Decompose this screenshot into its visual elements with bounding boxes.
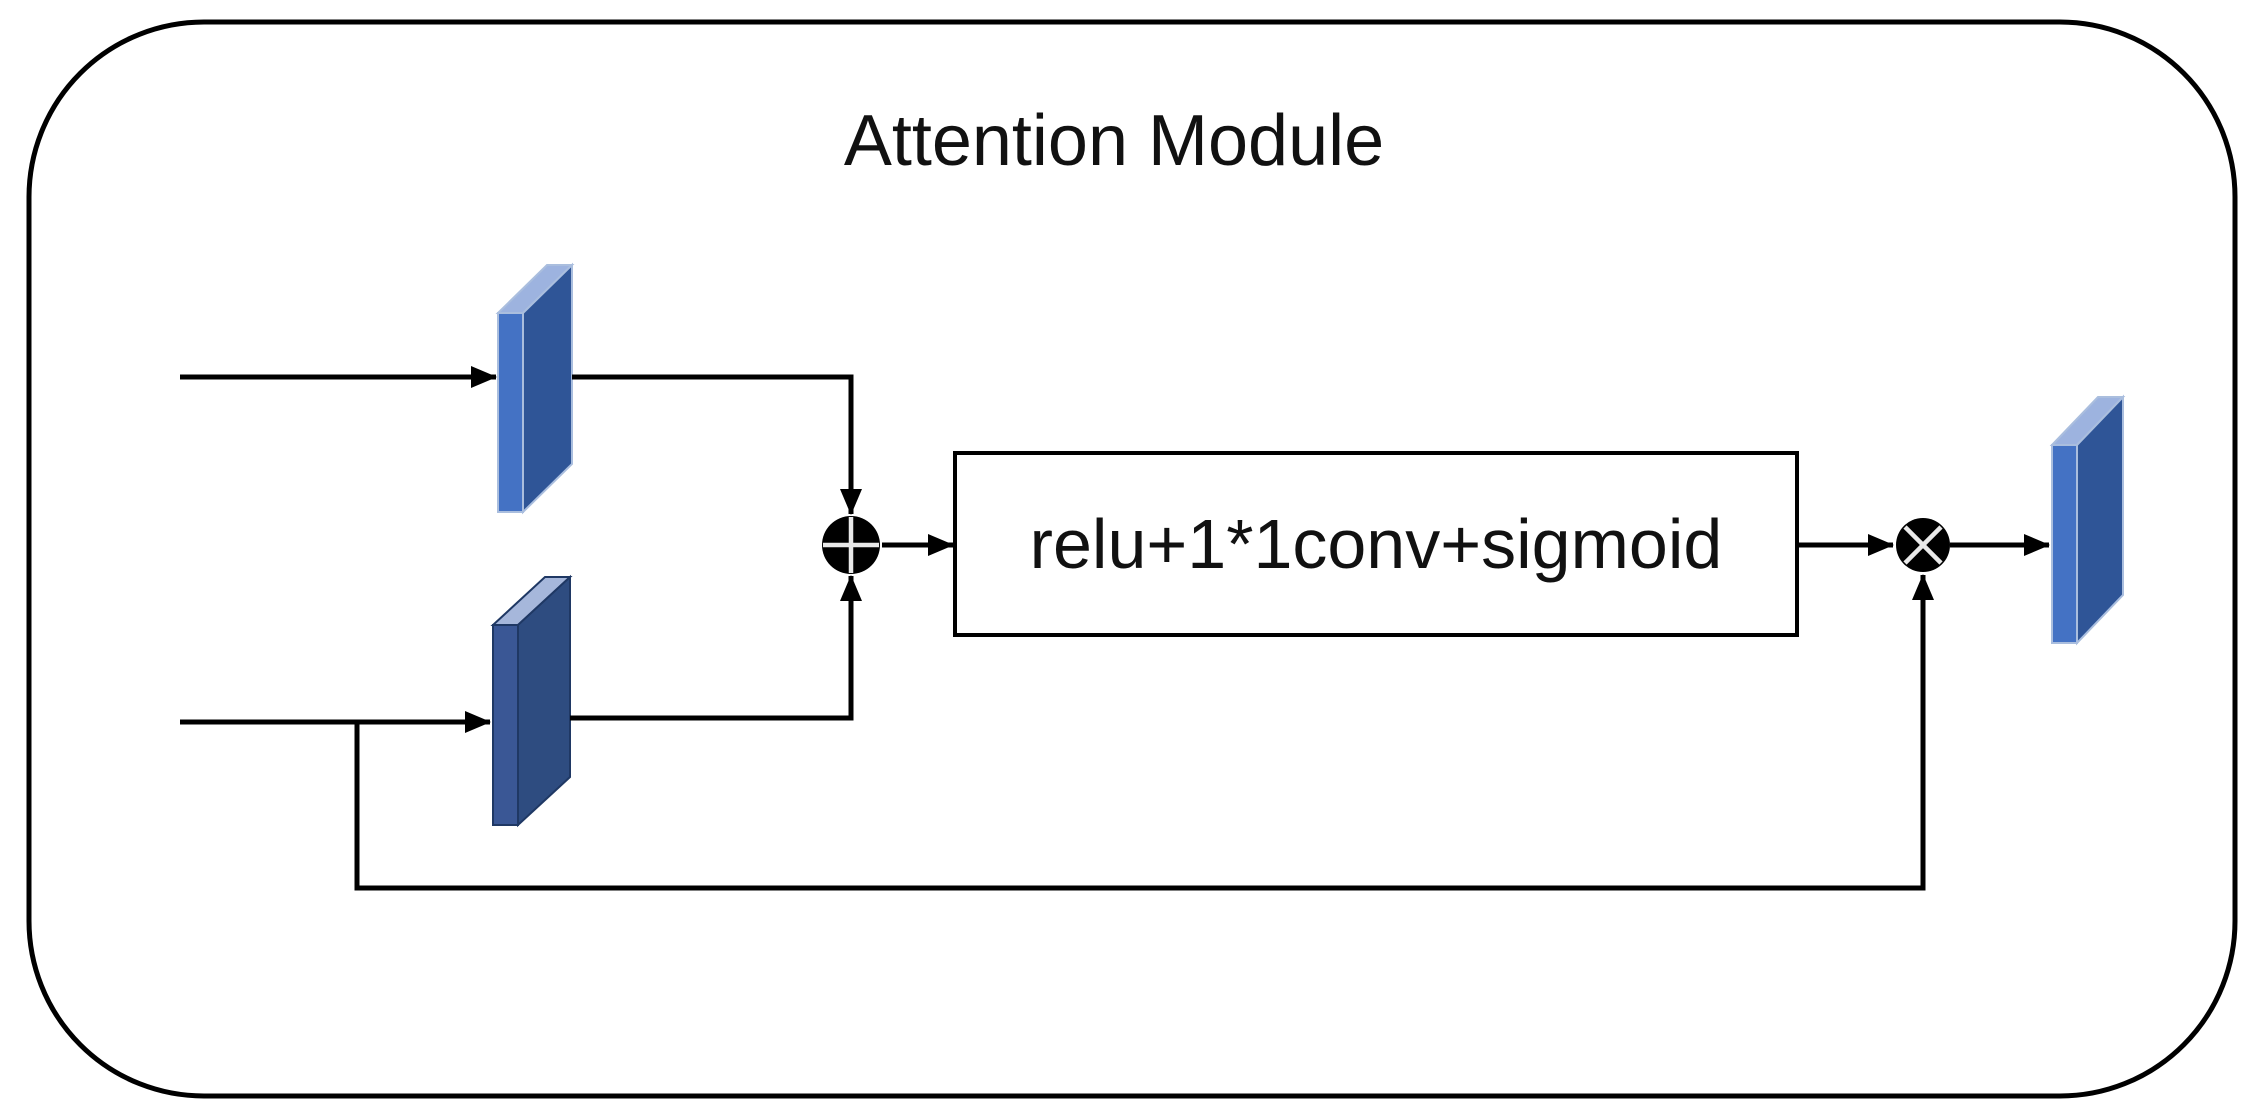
process-box-label: relu+1*1conv+sigmoid [1030, 505, 1723, 583]
slab-front-face [497, 312, 524, 513]
slab-front-face [492, 624, 519, 826]
diagram-title: Attention Module [844, 101, 1384, 181]
circled-times-icon [1896, 518, 1950, 572]
feature-map-top-input [495, 262, 575, 515]
connector-bottom-slab-to-add [570, 575, 862, 721]
feature-map-bottom-input [490, 574, 573, 828]
circled-plus-icon [822, 516, 880, 574]
module-boundary [26, 19, 2238, 1099]
slab-front-face [2051, 444, 2078, 644]
feature-map-output [2049, 394, 2126, 646]
multiply-operator-cross-diag2 [1903, 525, 1943, 565]
skip-connection-line [354, 574, 1934, 891]
process-box [953, 451, 1799, 637]
connector-top-slab-to-add [572, 374, 862, 515]
